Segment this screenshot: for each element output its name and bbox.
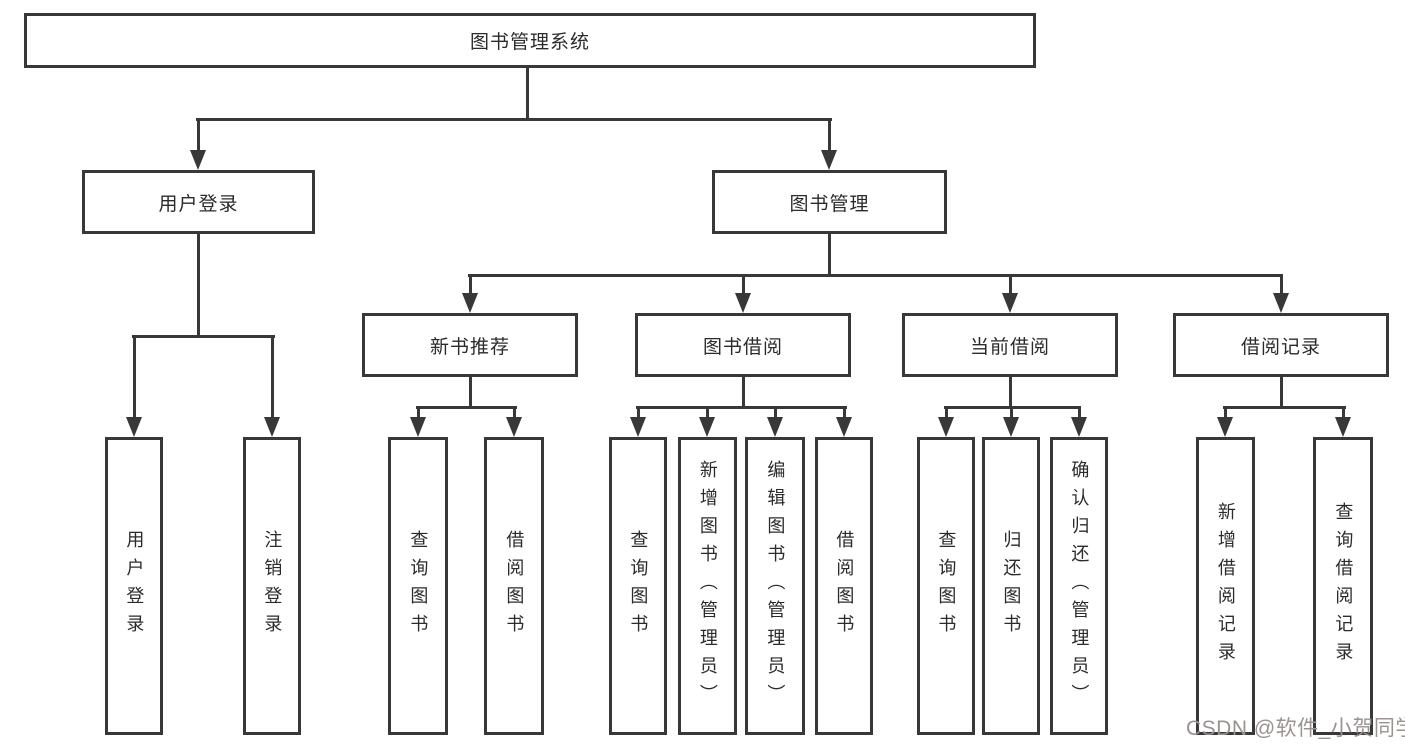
arrowhead-down-icon (938, 417, 954, 437)
node-book-borrow: 图书借阅 (635, 313, 851, 377)
arrowhead-down-icon (410, 417, 426, 437)
connector-line (417, 406, 420, 418)
node-current-borrow-label: 当前借阅 (969, 336, 1050, 358)
leaf-br-add-record-label: 新增借阅记录 (1215, 502, 1236, 670)
node-book-management: 图书管理 (712, 170, 947, 234)
leaf-bb-query-book: 查询图书 (609, 437, 667, 735)
connector-line (1078, 406, 1081, 418)
connector-line (828, 234, 831, 276)
leaf-cb-query-book: 查询图书 (917, 437, 975, 735)
leaf-br-add-record: 新增借阅记录 (1196, 437, 1255, 735)
arrowhead-down-icon (821, 150, 837, 170)
arrowhead-down-icon (1217, 417, 1233, 437)
leaf-nb-borrow-book: 借阅图书 (484, 437, 544, 735)
leaf-bb-edit-book-admin-label: 编辑图书（管理员） (765, 460, 786, 712)
leaf-cb-query-book-label: 查询图书 (936, 530, 957, 642)
arrowhead-down-icon (767, 417, 783, 437)
connector-line (133, 335, 136, 418)
connector-line (1224, 406, 1227, 418)
arrowhead-down-icon (1335, 417, 1351, 437)
arrowhead-down-icon (735, 293, 751, 313)
node-borrow-record-label: 借阅记录 (1240, 336, 1321, 358)
arrowhead-down-icon (1071, 417, 1087, 437)
arrowhead-down-icon (1002, 293, 1018, 313)
node-root-label: 图书管理系统 (469, 32, 590, 53)
connector-line (945, 406, 948, 418)
leaf-bb-borrow-book-label: 借阅图书 (834, 530, 855, 642)
arrowhead-down-icon (506, 417, 522, 437)
leaf-cb-confirm-return-admin-label: 确认归还（管理员） (1069, 460, 1090, 712)
arrowhead-down-icon (836, 417, 852, 437)
arrowhead-down-icon (1003, 417, 1019, 437)
connector-line (1223, 406, 1346, 409)
node-new-book-recommend-label: 新书推荐 (429, 336, 510, 358)
leaf-cb-return-book-label: 归还图书 (1001, 530, 1022, 642)
connector-line (1009, 377, 1012, 408)
arrowhead-down-icon (1273, 293, 1289, 313)
node-current-borrow: 当前借阅 (902, 313, 1118, 377)
arrowhead-down-icon (264, 417, 280, 437)
connector-line (513, 406, 516, 418)
watermark: CSDN @软件_小贺同学 (1186, 717, 1405, 740)
connector-line (1280, 274, 1283, 294)
connector-line (1342, 406, 1345, 418)
connector-line (1280, 377, 1283, 408)
connector-line (828, 118, 831, 151)
leaf-logout: 注销登录 (243, 437, 301, 735)
leaf-bb-query-book-label: 查询图书 (628, 530, 649, 642)
leaf-bb-add-book-admin-label: 新增图书（管理员） (697, 460, 718, 712)
connector-line (271, 335, 274, 418)
connector-line (132, 335, 275, 338)
connector-line (843, 406, 846, 418)
leaf-user-login: 用户登录 (105, 437, 163, 735)
connector-line (774, 406, 777, 418)
leaf-bb-add-book-admin: 新增图书（管理员） (678, 437, 737, 735)
leaf-br-query-record: 查询借阅记录 (1313, 437, 1373, 735)
leaf-logout-label: 注销登录 (262, 530, 283, 642)
node-root: 图书管理系统 (24, 13, 1036, 68)
leaf-nb-borrow-book-label: 借阅图书 (504, 530, 525, 642)
connector-line (197, 118, 200, 151)
leaf-bb-borrow-book: 借阅图书 (815, 437, 873, 735)
connector-line (468, 274, 1283, 277)
node-book-management-label: 图书管理 (789, 193, 870, 215)
arrowhead-down-icon (462, 293, 478, 313)
leaf-nb-query-book-label: 查询图书 (408, 530, 429, 642)
connector-line (416, 406, 517, 409)
connector-line (706, 406, 709, 418)
node-book-borrow-label: 图书借阅 (702, 336, 783, 358)
node-user-login-label: 用户登录 (158, 193, 239, 215)
connector-line (526, 68, 529, 120)
connector-line (196, 118, 832, 121)
arrowhead-down-icon (126, 417, 142, 437)
node-borrow-record: 借阅记录 (1173, 313, 1389, 377)
leaf-cb-confirm-return-admin: 确认归还（管理员） (1050, 437, 1108, 735)
connector-line (636, 406, 847, 409)
node-new-book-recommend: 新书推荐 (362, 313, 578, 377)
connector-line (197, 234, 200, 337)
connector-line (742, 377, 745, 408)
arrowhead-down-icon (699, 417, 715, 437)
connector-line (1010, 406, 1013, 418)
connector-line (469, 377, 472, 408)
arrowhead-down-icon (190, 150, 206, 170)
connector-line (1009, 274, 1012, 294)
connector-line (742, 274, 745, 294)
leaf-cb-return-book: 归还图书 (982, 437, 1040, 735)
connector-line (637, 406, 640, 418)
leaf-bb-edit-book-admin: 编辑图书（管理员） (745, 437, 805, 735)
leaf-user-login-label: 用户登录 (124, 530, 145, 642)
leaf-br-query-record-label: 查询借阅记录 (1333, 502, 1354, 670)
connector-line (469, 274, 472, 294)
node-user-login: 用户登录 (82, 170, 315, 234)
leaf-nb-query-book: 查询图书 (388, 437, 448, 735)
arrowhead-down-icon (630, 417, 646, 437)
